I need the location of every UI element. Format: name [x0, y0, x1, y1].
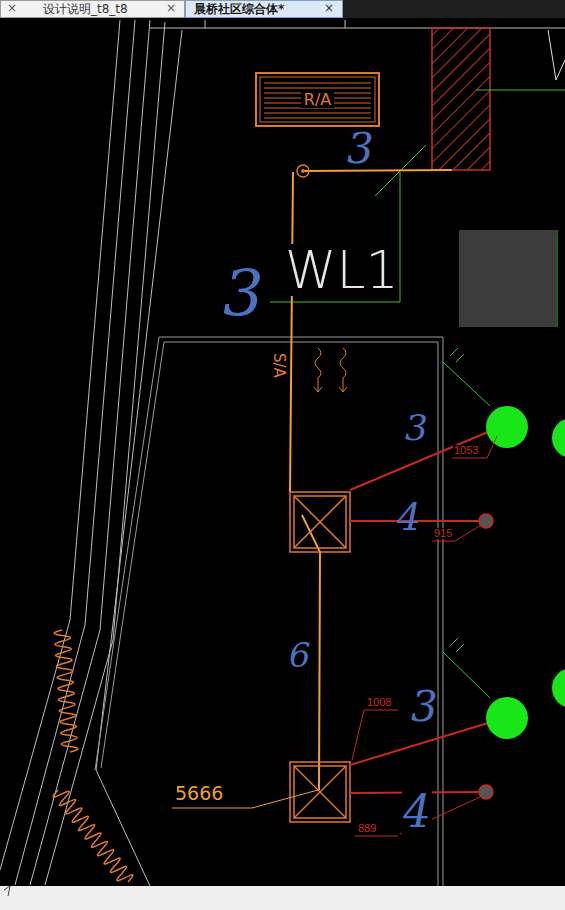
pipe-end	[297, 165, 309, 177]
return-air-grille: R/A	[255, 72, 380, 127]
curtain-symbol	[53, 630, 133, 882]
room-outline	[95, 337, 443, 886]
grille	[260, 77, 375, 122]
pipe-end	[301, 169, 305, 173]
handwritten-count: 3	[404, 410, 429, 446]
branch-lines	[350, 432, 488, 793]
dimension-value: 915	[433, 528, 453, 539]
tab-title: 晨桥社区综合体*	[194, 3, 284, 15]
handwritten-count: 3	[222, 262, 265, 326]
file-tab: 晨桥社区综合体*	[185, 0, 343, 18]
wall-lines	[0, 20, 565, 886]
dimension-value: 889	[357, 823, 377, 834]
hatched-shaft	[432, 28, 490, 170]
status-strip	[0, 886, 565, 910]
supply-arrows	[314, 348, 347, 392]
tab-close: ×	[6, 2, 18, 14]
pipe-tag: WL1	[284, 244, 399, 296]
handwritten-count: 4	[396, 498, 422, 536]
handwritten-count: 4	[402, 790, 432, 834]
green-leaders	[270, 90, 565, 698]
dimension-value: 1053	[453, 445, 479, 456]
tab-bar	[0, 0, 565, 18]
ucs-mark	[4, 886, 10, 896]
diffuser	[486, 406, 565, 739]
elevation-tag: 5666	[174, 784, 224, 803]
tab-close: ×	[323, 2, 335, 14]
grille-tag: R/A	[301, 92, 334, 108]
grey-block	[459, 230, 556, 327]
tab-close: ×	[165, 2, 177, 14]
wall-mark	[548, 30, 565, 80]
outlet-point	[479, 514, 493, 799]
handwritten-count: 3	[346, 128, 375, 170]
tab-title: 设计说明_t8_t8	[43, 3, 128, 15]
handwritten-count: 3	[410, 686, 439, 728]
dimension-leader	[352, 436, 497, 836]
file-tab: 设计说明_t8_t8	[0, 0, 185, 18]
handwritten-count: 6	[288, 638, 312, 672]
supply-air-tag: S/A	[271, 352, 286, 379]
dimension-value: 1008	[366, 697, 392, 708]
